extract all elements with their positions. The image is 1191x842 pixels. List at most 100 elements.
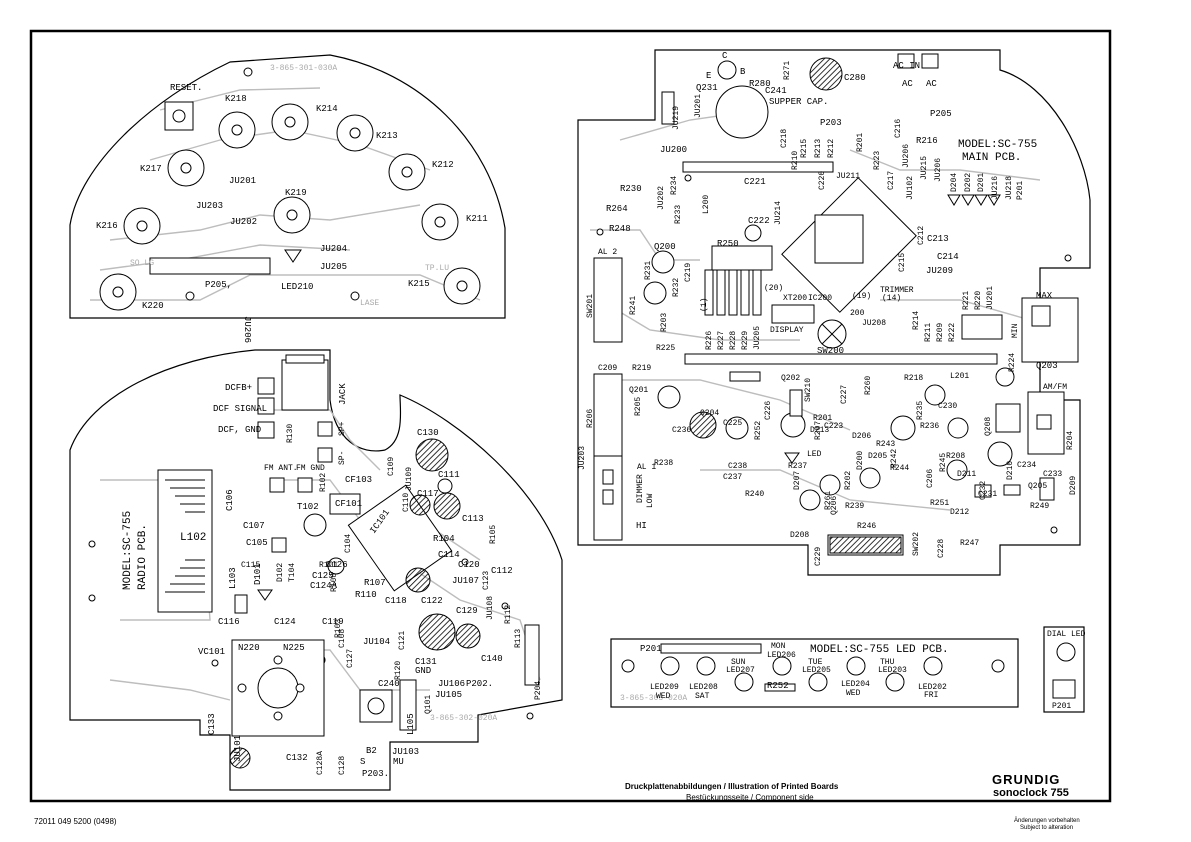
- led-board: 3-865-303-020A: [610, 638, 1019, 708]
- board-label: R107: [364, 578, 386, 588]
- board-label: C127: [346, 649, 355, 668]
- key-board-labels: RESET. K218 K214 K213 K217 K212 K219 K21…: [96, 83, 488, 343]
- board-label: JU109: [405, 467, 414, 491]
- board-label: R112: [504, 605, 513, 624]
- board-label: C220: [818, 171, 827, 190]
- board-label: D102: [276, 563, 285, 582]
- board-label: DISPLAY: [770, 326, 804, 335]
- board-label: JU205: [753, 326, 762, 350]
- board-label: C228: [937, 539, 946, 558]
- board-label: C225: [723, 419, 742, 428]
- board-label: R203: [660, 313, 669, 332]
- board-label: JU209: [926, 266, 953, 276]
- board-label: SW202: [912, 532, 921, 556]
- board-label: C111: [438, 470, 460, 480]
- board-label: JU104: [363, 637, 390, 647]
- board-label: C140: [481, 654, 503, 664]
- board-label: C223: [824, 422, 843, 431]
- board-label: R244: [890, 464, 909, 473]
- board-label: K211: [466, 214, 488, 224]
- board-label: P205: [930, 109, 952, 119]
- board-label: K213: [376, 131, 398, 141]
- board-label: JU202: [657, 186, 666, 210]
- board-label: MIN: [1011, 323, 1020, 338]
- board-label: C131: [415, 657, 437, 667]
- board-label: JU218: [1005, 176, 1014, 200]
- board-label: L200: [702, 195, 711, 214]
- board-label: R237: [788, 462, 807, 471]
- board-label: R201: [856, 133, 865, 152]
- board-label: C108: [338, 629, 347, 648]
- board-label: JU201: [229, 176, 256, 186]
- main-board-pcb-label: MAIN PCB.: [962, 152, 1021, 164]
- board-label: FM ANT.: [264, 464, 298, 473]
- board-label: AM/FM: [1043, 383, 1067, 392]
- board-label: C221: [744, 177, 766, 187]
- board-label: R108: [330, 573, 339, 592]
- board-label: Q201: [629, 386, 648, 395]
- board-label: WED: [846, 689, 861, 698]
- board-label: D202: [964, 173, 973, 192]
- board-label: (19): [852, 292, 871, 301]
- board-label: FRI: [924, 691, 938, 700]
- board-label: C280: [844, 73, 866, 83]
- board-label: R208: [946, 452, 965, 461]
- illustration-subtitle: Bestückungsseite / Component side: [686, 793, 814, 802]
- board-label: R232: [672, 278, 681, 297]
- board-label: WED: [656, 692, 671, 701]
- board-label: JU103: [392, 747, 419, 757]
- board-label: TUE: [808, 658, 823, 667]
- radio-board-model-label: MODEL:SC-755: [122, 511, 134, 590]
- board-label: JU105: [435, 690, 462, 700]
- board-label: SAT: [695, 692, 710, 701]
- board-label: D209: [1069, 476, 1078, 495]
- board-label: C128: [338, 756, 347, 775]
- board-label: R206: [586, 409, 595, 428]
- board-label: R207: [814, 421, 823, 440]
- board-label: R230: [620, 184, 642, 194]
- board-label: AL 1: [637, 463, 656, 472]
- board-label: K219: [285, 188, 307, 198]
- board-label: R218: [904, 374, 923, 383]
- notice-line-2: Subject to alteration: [1020, 825, 1074, 831]
- board-label: LED209: [650, 683, 679, 692]
- board-label: C129: [456, 606, 478, 616]
- board-label: R280: [749, 79, 771, 89]
- board-label: C128A: [316, 751, 325, 775]
- board-label: XT200: [783, 294, 807, 303]
- model-name: sonoclock 755: [993, 787, 1069, 799]
- board-label: C240: [378, 679, 400, 689]
- board-label: C214: [937, 252, 959, 262]
- radio-board: 3-865-302-020A: [69, 349, 563, 791]
- board-label: K217: [140, 164, 162, 174]
- board-label: (14): [882, 294, 901, 303]
- board-label: L103: [228, 567, 238, 589]
- board-label: Q204: [700, 409, 719, 418]
- board-label: C206: [926, 469, 935, 488]
- board-label: R105: [489, 525, 498, 544]
- board-label: C226: [764, 401, 773, 420]
- board-label: D207: [793, 471, 802, 490]
- board-label: TRIMMER: [880, 286, 914, 295]
- board-label: C238: [728, 462, 747, 471]
- board-label: JU201: [694, 94, 703, 118]
- board-label: R224: [1008, 353, 1017, 372]
- board-label: IC200: [808, 294, 832, 303]
- board-label: L102: [180, 532, 206, 544]
- board-label: LED203: [878, 666, 907, 675]
- board-label: R252: [767, 681, 789, 691]
- board-label: THU: [880, 658, 895, 667]
- board-label: P201: [1052, 702, 1071, 711]
- board-label: JU106: [438, 679, 465, 689]
- board-label: R248: [609, 224, 631, 234]
- board-label: JU219: [672, 106, 681, 130]
- board-label: MU: [393, 757, 404, 767]
- board-label: Q231: [696, 83, 718, 93]
- board-label: D204: [950, 173, 959, 192]
- board-label: JU102: [906, 176, 915, 200]
- board-label: R110: [355, 590, 377, 600]
- board-label: C237: [723, 473, 742, 482]
- board-label: C113: [462, 514, 484, 524]
- board-label: JU216: [991, 176, 1000, 200]
